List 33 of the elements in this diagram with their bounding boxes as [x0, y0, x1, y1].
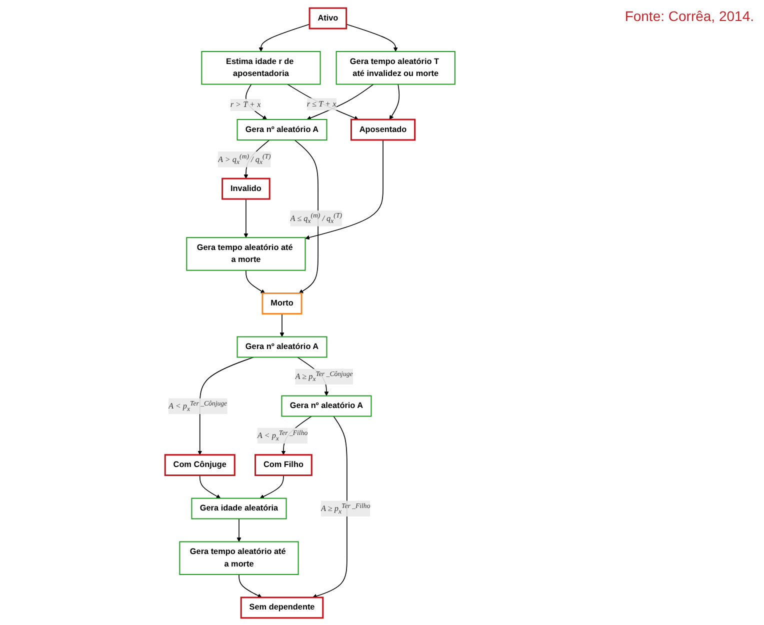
node-box: Gera tempo aleatório até a morte	[179, 541, 299, 575]
arrow	[199, 474, 221, 498]
node-box: Gera nº aleatório A	[236, 119, 328, 140]
node-box: Ativo	[308, 7, 348, 30]
node-box: Com Cônjuge	[164, 454, 236, 476]
arrow	[305, 140, 384, 240]
node-box: Aposentado	[350, 118, 416, 141]
arrow	[244, 198, 248, 238]
node-box: Invalido	[222, 178, 270, 200]
arrow	[287, 84, 359, 120]
edge-label: r > T + x	[230, 100, 261, 110]
node-box: Morto	[262, 292, 302, 315]
node-box: Estima idade r de aposentadoria	[201, 51, 321, 85]
source-note: Fonte: Corrêa, 2014.	[624, 8, 754, 24]
node-box: Sem dependente	[240, 596, 324, 619]
node-box: Gera nº aleatório A	[236, 336, 328, 358]
arrow	[280, 313, 284, 337]
arrow	[312, 416, 348, 598]
node-box: Gera tempo aleatório até a morte	[186, 237, 306, 271]
arrow	[246, 270, 266, 294]
arrow	[258, 24, 310, 52]
node-box: Gera idade aleatória	[191, 498, 287, 520]
arrow	[306, 84, 374, 120]
node-box: Com Filho	[254, 454, 312, 476]
arrow	[294, 140, 318, 294]
edge-label: r ≤ T + x	[306, 100, 336, 108]
node-box: Gera tempo aleatório T até invalidez ou morte	[336, 51, 456, 85]
arrow	[236, 518, 242, 542]
node-box: Gera nº aleatório A	[281, 395, 372, 417]
arrow	[238, 574, 262, 598]
arrow	[346, 24, 398, 52]
arrow	[389, 84, 400, 120]
arrow	[260, 474, 284, 499]
